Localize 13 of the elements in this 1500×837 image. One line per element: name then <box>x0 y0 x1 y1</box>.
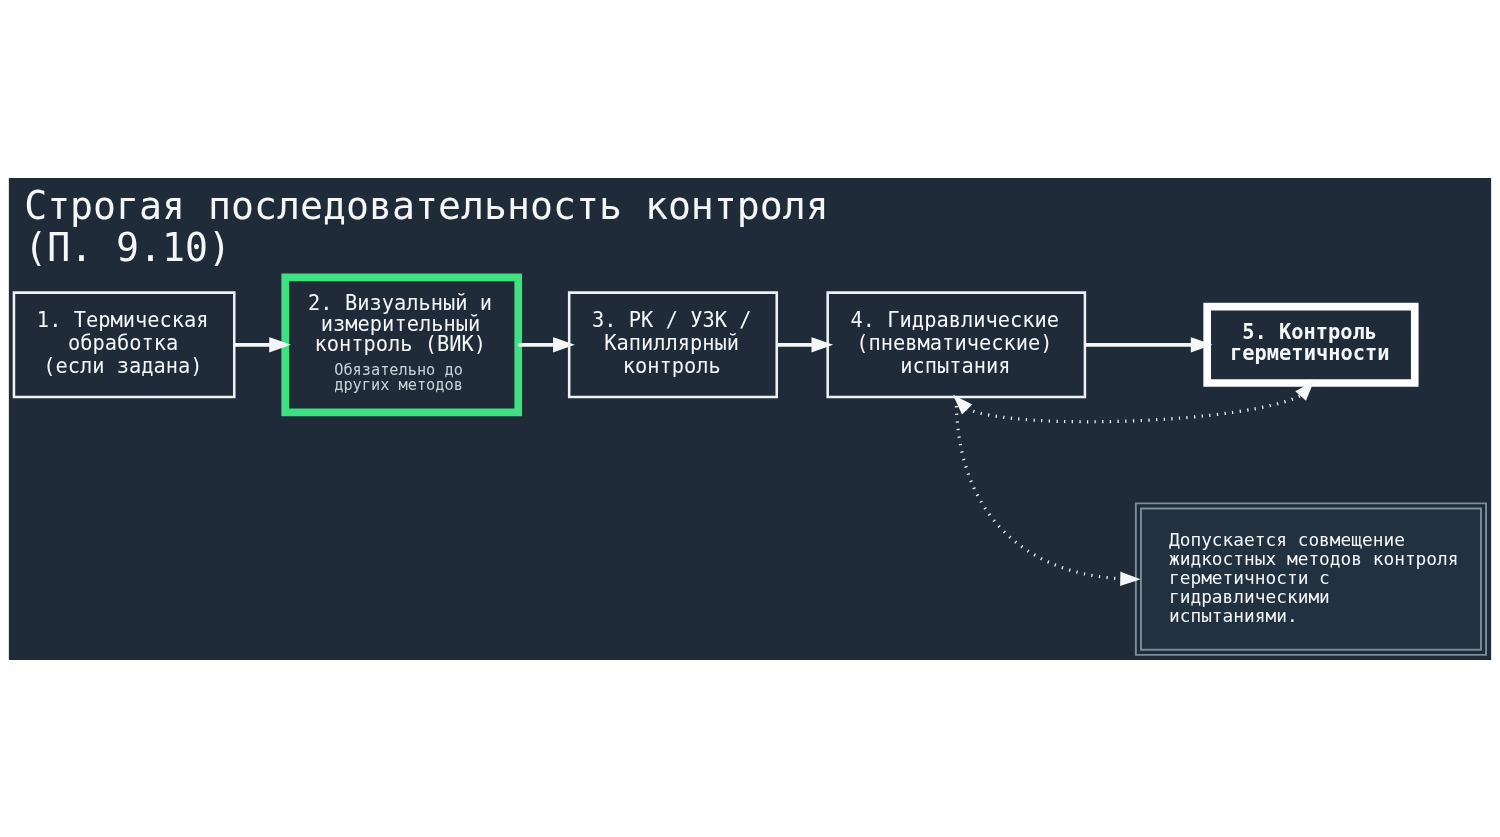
node-box: Допускается совмещение жидкостных методов контроля герметичности с гидравлическими испытаниями. <box>1134 501 1487 656</box>
arrow <box>1085 336 1213 352</box>
arrow <box>518 336 575 352</box>
node-box: 1. Термическая обработка (если задана) <box>12 290 236 398</box>
node-box: 4. Гидравлические (пневматические) испытания <box>826 290 1087 398</box>
arrow <box>776 336 834 352</box>
diagram-title: Строгая последовательность контроля (П. 9.10) <box>24 183 829 270</box>
node-box: 3. РК / УЗК / Капиллярный контроль <box>567 290 778 398</box>
arrow <box>952 380 1315 423</box>
node-box: 2. Визуальный и измерительный контроль (ВИК) Обязательно до других методов <box>281 273 523 416</box>
node-box: 5. Контроль герметичности <box>1203 302 1419 387</box>
arrow <box>954 397 1141 586</box>
arrow <box>234 336 291 352</box>
